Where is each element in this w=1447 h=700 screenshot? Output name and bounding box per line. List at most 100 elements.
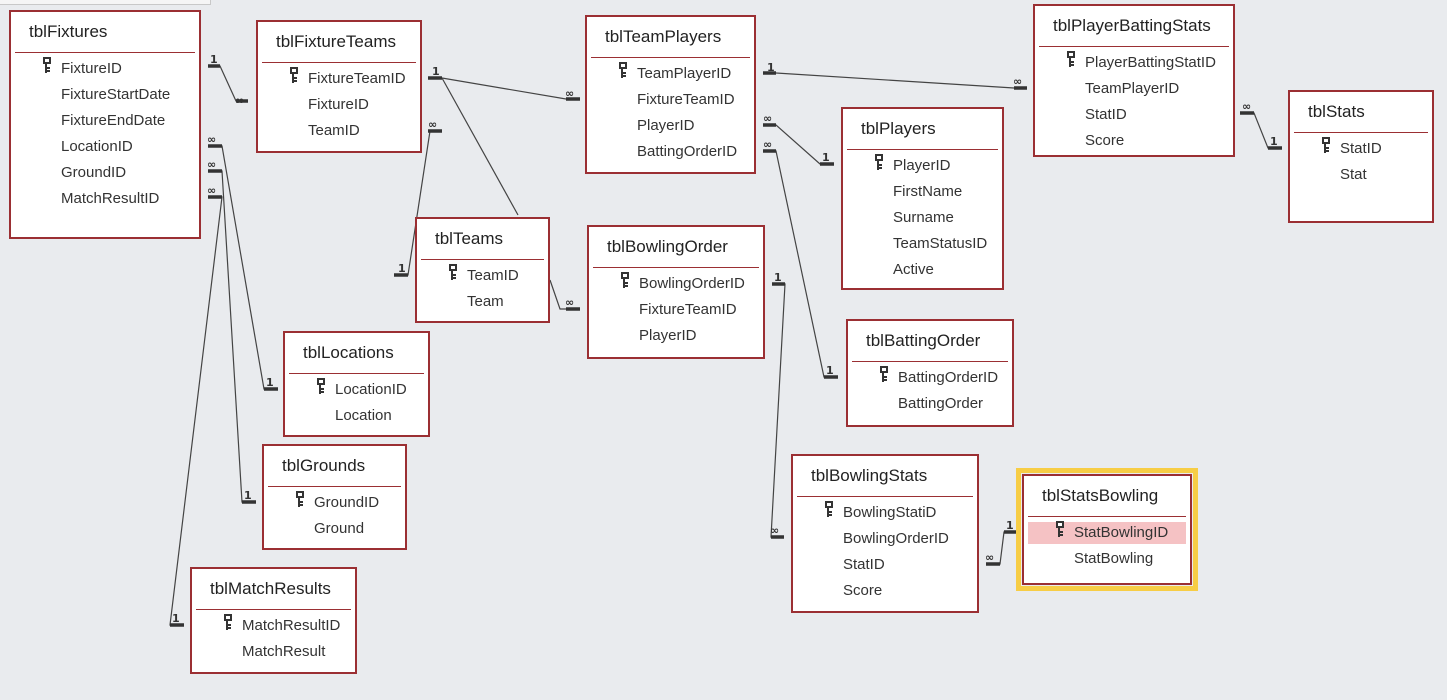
field-row[interactable]: GroundID	[15, 162, 195, 184]
field-row[interactable]: BattingOrderID	[591, 141, 750, 163]
field-row[interactable]: Score	[797, 580, 973, 602]
field-row[interactable]: FixtureStartDate	[15, 84, 195, 106]
field-row[interactable]: PlayerID	[593, 325, 759, 347]
field-row[interactable]: Score	[1039, 130, 1229, 152]
field-row[interactable]: TeamStatusID	[847, 233, 998, 255]
field-name: MatchResult	[242, 643, 326, 660]
table-title[interactable]: tblGrounds	[282, 456, 366, 475]
table-title[interactable]: tblTeams	[435, 229, 504, 248]
mark-one: 1	[774, 271, 782, 284]
rel-teamplayers-players	[763, 124, 834, 165]
mark-many: ∞	[207, 184, 216, 197]
table-title[interactable]: tblLocations	[303, 343, 394, 362]
field-name: PlayerID	[893, 157, 951, 174]
field-row[interactable]: Stat	[1294, 164, 1428, 186]
table-title[interactable]: tblFixtures	[29, 22, 108, 41]
field-row[interactable]: BowlingOrderID	[797, 528, 973, 550]
field-row[interactable]: FixtureID	[262, 94, 416, 116]
field-row[interactable]: StatBowlingID	[1028, 520, 1186, 544]
rel-fixtures-fixtureteams	[208, 65, 248, 102]
field-row[interactable]: MatchResultID	[196, 614, 351, 637]
field-row[interactable]: TeamID	[262, 120, 416, 142]
table-title[interactable]: tblFixtureTeams	[276, 32, 396, 51]
field-name: BattingOrder	[898, 395, 984, 412]
title-divider	[852, 361, 1008, 362]
field-row[interactable]: PlayerID	[847, 154, 998, 177]
table-title[interactable]: tblBowlingOrder	[607, 237, 728, 256]
field-row[interactable]: FixtureID	[15, 56, 195, 80]
mark-many: ∞	[207, 158, 216, 171]
field-row[interactable]: BowlingOrderID	[593, 272, 759, 295]
mark-many: ∞	[763, 112, 772, 125]
field-name: GroundID	[314, 494, 380, 511]
primary-key-icon	[1055, 520, 1065, 538]
table-title[interactable]: tblMatchResults	[210, 579, 331, 598]
field-name: Location	[335, 407, 392, 424]
field-row[interactable]: BattingOrder	[852, 393, 1008, 415]
field-row[interactable]: Team	[421, 291, 544, 313]
rel-bowlingstats-statsbowling	[986, 531, 1016, 565]
field-name: FixtureEndDate	[61, 112, 166, 129]
field-row[interactable]: LocationID	[289, 378, 424, 401]
primary-key-icon	[42, 56, 52, 74]
field-row[interactable]: Active	[847, 259, 998, 281]
field-row[interactable]: FixtureTeamID	[591, 89, 750, 111]
primary-key-icon	[1066, 50, 1076, 68]
field-row[interactable]: TeamPlayerID	[1039, 78, 1229, 100]
title-divider	[847, 149, 998, 150]
table-title[interactable]: tblTeamPlayers	[605, 27, 722, 46]
field-row[interactable]: FixtureEndDate	[15, 110, 195, 132]
table-title[interactable]: tblStatsBowling	[1042, 486, 1159, 505]
field-row[interactable]: TeamID	[421, 263, 544, 287]
table-title[interactable]: tblStats	[1308, 102, 1365, 121]
field-row[interactable]: BowlingStatiD	[797, 501, 973, 524]
field-name: TeamID	[467, 267, 519, 284]
primary-key-icon	[448, 263, 458, 281]
mark-one: 1	[172, 612, 180, 625]
title-divider	[797, 496, 973, 497]
field-row[interactable]: Surname	[847, 207, 998, 229]
table-title[interactable]: tblBattingOrder	[866, 331, 981, 350]
title-divider	[289, 373, 424, 374]
table-title[interactable]: tblPlayerBattingStats	[1053, 16, 1211, 35]
field-name: Stat	[1340, 166, 1367, 183]
field-row[interactable]: FixtureTeamID	[593, 299, 759, 321]
field-row[interactable]: Location	[289, 405, 424, 427]
field-row[interactable]: MatchResult	[196, 641, 351, 663]
field-name: BowlingStatiD	[843, 504, 937, 521]
field-row[interactable]: TeamPlayerID	[591, 62, 750, 85]
primary-key-icon	[879, 365, 889, 383]
table-title[interactable]: tblBowlingStats	[811, 466, 928, 485]
field-row[interactable]: StatID	[797, 554, 973, 576]
field-row[interactable]: FirstName	[847, 181, 998, 203]
field-row[interactable]: Ground	[268, 518, 401, 540]
field-name: TeamStatusID	[893, 235, 988, 252]
field-row[interactable]: StatID	[1294, 137, 1428, 160]
field-row[interactable]: PlayerBattingStatID	[1039, 50, 1229, 74]
field-row[interactable]: PlayerID	[591, 115, 750, 137]
field-row[interactable]: MatchResultID	[15, 188, 195, 210]
field-name: BattingOrderID	[898, 369, 999, 386]
field-row[interactable]: StatBowling	[1028, 548, 1186, 570]
field-row[interactable]: LocationID	[15, 136, 195, 158]
table-title[interactable]: tblPlayers	[861, 119, 936, 138]
field-row[interactable]: GroundID	[268, 491, 401, 514]
field-row[interactable]: BattingOrderID	[852, 365, 1008, 389]
field-row[interactable]: FixtureTeamID	[262, 67, 416, 90]
field-row[interactable]: StatID	[1039, 104, 1229, 126]
